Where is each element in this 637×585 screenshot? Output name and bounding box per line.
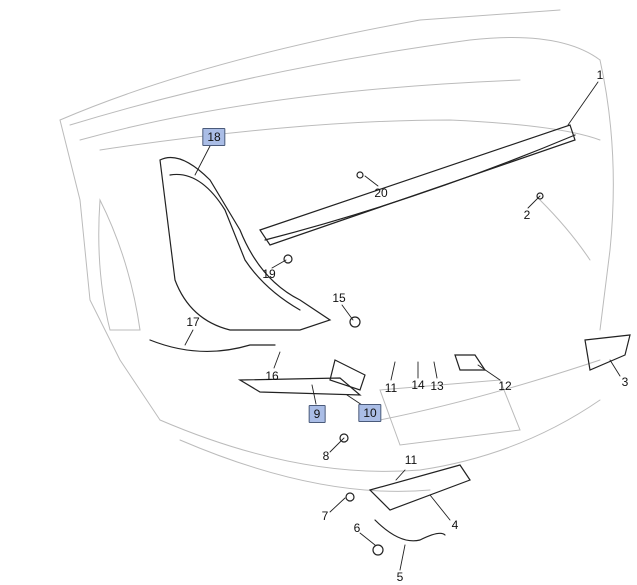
callout-1: 1 [596,68,604,82]
applique-1 [259,124,576,246]
callout-14: 14 [411,378,425,392]
bracket-9 [237,377,362,396]
callout-20: 20 [374,186,388,200]
callout-15: 15 [332,291,346,305]
tail-lamp-18 [159,156,332,331]
callout-7: 7 [321,509,329,523]
callout-13: 13 [430,379,444,393]
callout-6: 6 [353,521,361,535]
parts-line-art [149,124,631,556]
callout-19: 19 [262,267,276,281]
callout-8: 8 [322,449,330,463]
callout-2: 2 [523,208,531,222]
callout-12: 12 [498,379,512,393]
callout-11-upper: 11 [384,381,398,395]
leader-lines [184,81,621,571]
callout-10-highlighted[interactable]: 10 [358,404,382,422]
vehicle-body-outline [59,9,614,492]
callout-17: 17 [186,315,200,329]
harness-17 [149,339,276,353]
callout-16: 16 [265,369,279,383]
callout-4: 4 [451,518,459,532]
callout-5: 5 [396,570,404,584]
lamp-12 [454,354,487,371]
callout-3: 3 [621,375,629,389]
callout-18-highlighted[interactable]: 18 [202,128,226,146]
callout-9-highlighted[interactable]: 9 [308,405,326,423]
harness-5 [374,519,446,542]
lamp-4 [368,464,471,511]
callout-11-lower: 11 [404,453,418,467]
reflector-3 [584,334,631,371]
